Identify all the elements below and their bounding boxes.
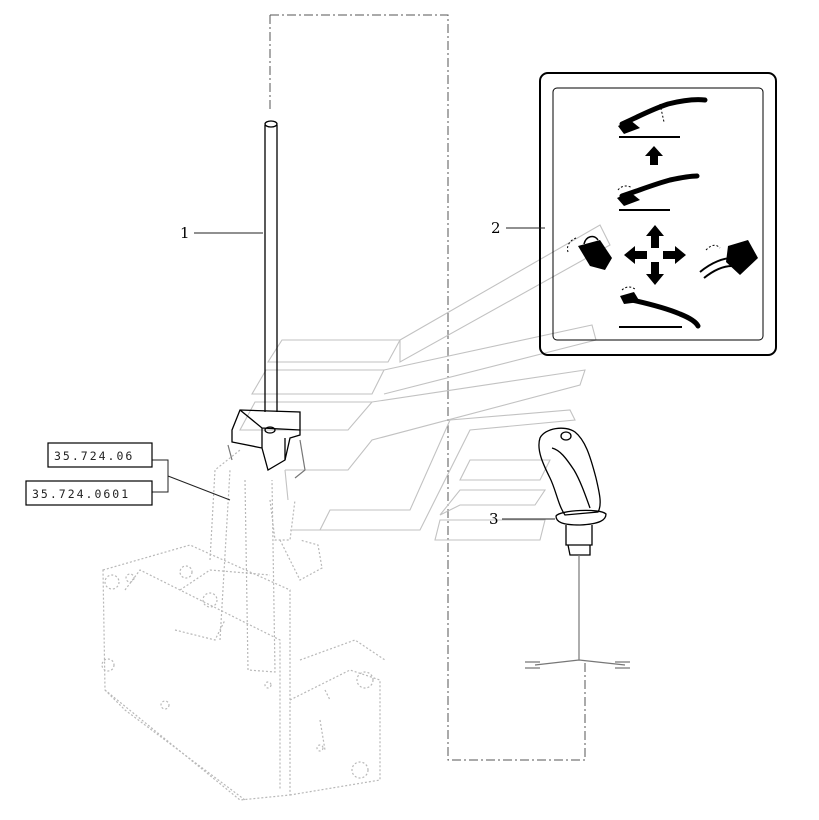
reference-box-2[interactable]: 35.724.0601 (25, 480, 153, 506)
bucket-float-icon (617, 173, 700, 211)
reference-box-2-label: 35.724.0601 (32, 487, 130, 501)
bucket-raise-icon (618, 97, 708, 138)
bucket-dump-icon (699, 240, 758, 279)
console-frame (101, 449, 386, 801)
leader-ref-boxes (152, 459, 231, 501)
callout-2: 2 (491, 219, 501, 237)
callout-1: 1 (180, 224, 190, 242)
callout-3: 3 (489, 510, 499, 528)
reference-box-1-label: 35.724.06 (54, 449, 134, 463)
bucket-lower-icon (619, 286, 701, 329)
assembly-boundary-line (269, 14, 586, 761)
operation-decal (539, 72, 777, 356)
joystick-handle (525, 427, 630, 669)
four-way-arrow-icon (624, 225, 686, 285)
reference-box-1[interactable]: 35.724.06 (47, 442, 153, 468)
bucket-rollback-icon (567, 235, 612, 270)
arrow-up-icon (645, 146, 663, 165)
label-sheet-outlines (239, 224, 611, 541)
lever-rod (227, 120, 306, 479)
